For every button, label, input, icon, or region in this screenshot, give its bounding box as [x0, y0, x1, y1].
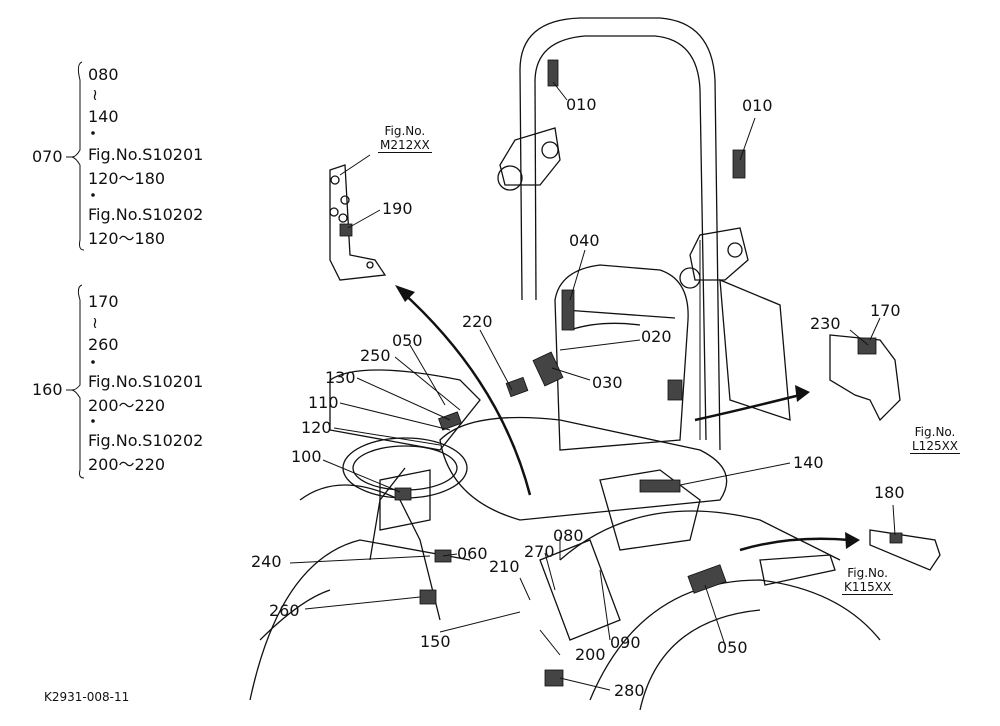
figure-ref-number: M212XX [378, 138, 432, 153]
callout-050: 050 [392, 331, 423, 350]
callout-200: 200 [575, 645, 606, 664]
callout-010: 010 [742, 96, 773, 115]
legend-fig-b-range: 200～220 [88, 455, 166, 474]
legend-fig-b: Fig.No.S10202 [88, 205, 204, 224]
figure-ref-label: Fig.No. [847, 566, 888, 580]
figure-ref-number: L125XX [910, 439, 961, 454]
legend-range-from: 080 [88, 65, 119, 84]
legend-fig-a-range: 200～220 [88, 396, 166, 415]
callout-060: 060 [457, 544, 488, 563]
callout-130: 130 [325, 368, 356, 387]
drawing-code: K2931-008-11 [44, 690, 130, 704]
callout-210: 210 [489, 557, 520, 576]
callout-050: 050 [717, 638, 748, 657]
legend-fig-a: Fig.No.S10201 [88, 372, 204, 391]
figure-ref-number: K115XX [842, 580, 894, 595]
callout-140: 140 [793, 453, 824, 472]
callout-240: 240 [251, 552, 282, 571]
callout-100: 100 [291, 447, 322, 466]
callout-120: 120 [301, 418, 332, 437]
legend-fig-a: Fig.No.S10201 [88, 145, 204, 164]
figure-ref-m212xx: Fig.No. M212XX [378, 124, 432, 153]
legend-fig-b: Fig.No.S10202 [88, 431, 204, 450]
figure-ref-label: Fig.No. [384, 124, 426, 138]
callout-080: 080 [553, 526, 584, 545]
legend-range-to: 260 [88, 335, 119, 354]
callout-150: 150 [420, 632, 451, 651]
callout-040: 040 [569, 231, 600, 250]
legend-range-to: 140 [88, 107, 119, 126]
callout-220: 220 [462, 312, 493, 331]
callout-230: 230 [810, 314, 841, 333]
callout-170: 170 [870, 301, 901, 320]
callout-180: 180 [874, 483, 905, 502]
callout-020: 020 [641, 327, 672, 346]
legend-ref-160: 160 [32, 380, 63, 399]
callout-010: 010 [566, 95, 597, 114]
legend-fig-a-range: 120～180 [88, 169, 166, 188]
figure-ref-label: Fig.No. [914, 425, 956, 439]
callout-250: 250 [360, 346, 391, 365]
callout-270: 270 [524, 542, 555, 561]
callout-280: 280 [614, 681, 645, 700]
figure-ref-l125xx: Fig.No. L125XX [910, 425, 961, 454]
callout-190: 190 [382, 199, 413, 218]
legend-tilde: ≀ [92, 85, 98, 104]
callout-090: 090 [610, 633, 641, 652]
figure-ref-k115xx: Fig.No. K115XX [842, 566, 894, 595]
legend-range-from: 170 [88, 292, 119, 311]
legend-tilde: ≀ [92, 313, 98, 332]
callout-260: 260 [269, 601, 300, 620]
legend-fig-b-range: 120～180 [88, 229, 166, 248]
callout-110: 110 [308, 393, 339, 412]
callout-030: 030 [592, 373, 623, 392]
legend-ref-070: 070 [32, 147, 63, 166]
